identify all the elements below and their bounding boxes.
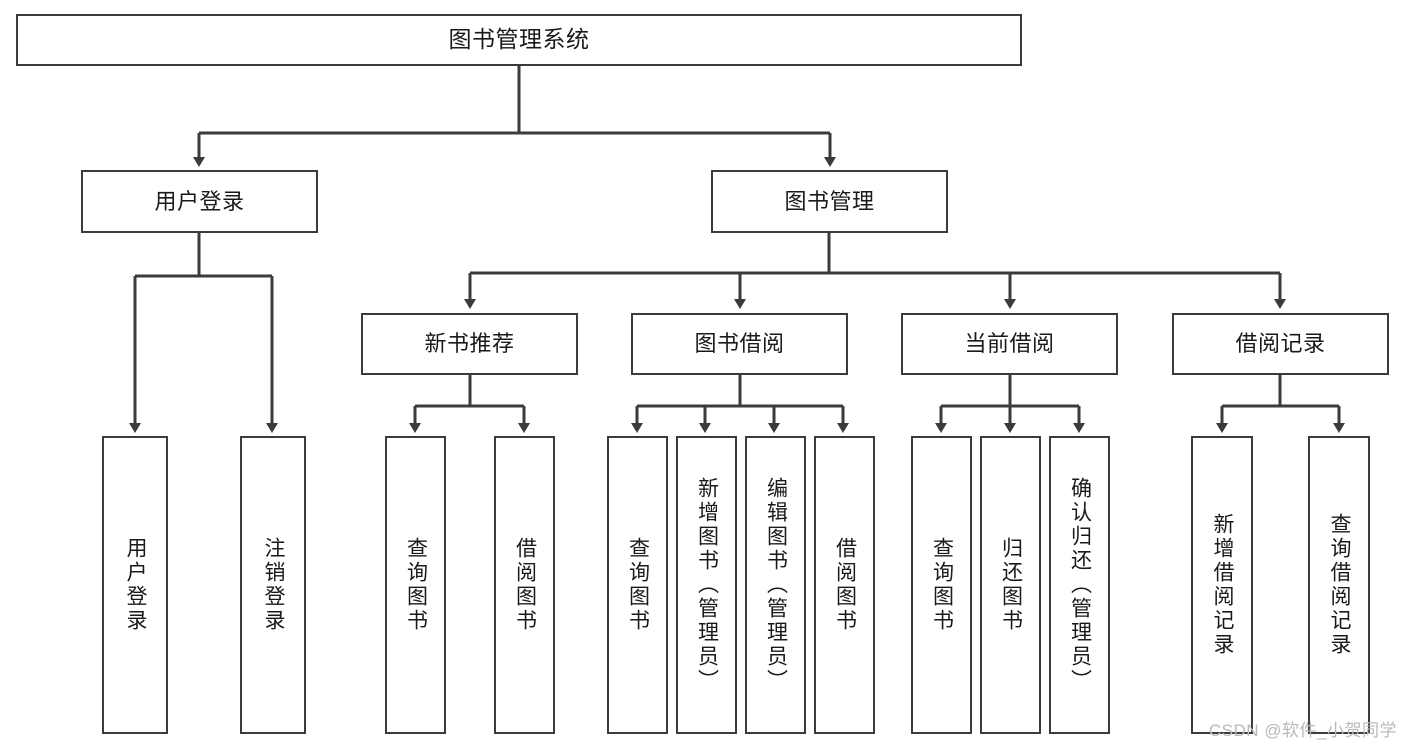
- node-leaf-logout[interactable]: 注销登录: [240, 436, 306, 734]
- node-leaf-query-book-3-label: 查询图书: [930, 537, 954, 633]
- node-leaf-query-book-2[interactable]: 查询图书: [607, 436, 668, 734]
- node-book-management-label: 图书管理: [784, 188, 875, 214]
- node-leaf-borrow-book-1-label: 借阅图书: [513, 537, 537, 633]
- node-leaf-query-book-2-label: 查询图书: [626, 537, 650, 633]
- node-leaf-query-book-1[interactable]: 查询图书: [385, 436, 446, 734]
- node-leaf-return-book-label: 归还图书: [999, 537, 1023, 633]
- node-leaf-borrow-book-1[interactable]: 借阅图书: [494, 436, 555, 734]
- node-new-book-recommend-label: 新书推荐: [424, 331, 515, 357]
- node-user-login-label: 用户登录: [154, 188, 245, 214]
- node-leaf-add-book[interactable]: 新增图书（管理员）: [676, 436, 737, 734]
- node-leaf-add-record-label: 新增借阅记录: [1211, 513, 1235, 657]
- node-leaf-user-login-label: 用户登录: [124, 537, 148, 633]
- node-leaf-add-book-label: 新增图书（管理员）: [695, 477, 719, 693]
- node-root[interactable]: 图书管理系统: [16, 14, 1022, 66]
- node-leaf-confirm-return[interactable]: 确认归还（管理员）: [1049, 436, 1110, 734]
- node-borrow-record-label: 借阅记录: [1235, 331, 1326, 357]
- node-leaf-query-record-label: 查询借阅记录: [1328, 513, 1352, 657]
- node-current-borrow[interactable]: 当前借阅: [901, 313, 1118, 375]
- node-leaf-borrow-book-2[interactable]: 借阅图书: [814, 436, 875, 734]
- node-new-book-recommend[interactable]: 新书推荐: [361, 313, 578, 375]
- node-leaf-confirm-return-label: 确认归还（管理员）: [1068, 477, 1092, 693]
- node-leaf-edit-book[interactable]: 编辑图书（管理员）: [745, 436, 806, 734]
- node-current-borrow-label: 当前借阅: [964, 331, 1055, 357]
- watermark-text: CSDN @软件_小贺同学: [1208, 721, 1397, 740]
- node-leaf-query-book-3[interactable]: 查询图书: [911, 436, 972, 734]
- node-leaf-logout-label: 注销登录: [262, 537, 286, 633]
- node-user-login[interactable]: 用户登录: [81, 170, 318, 233]
- node-leaf-query-record[interactable]: 查询借阅记录: [1308, 436, 1370, 734]
- node-book-borrow-label: 图书借阅: [694, 331, 785, 357]
- node-book-management[interactable]: 图书管理: [711, 170, 948, 233]
- node-book-borrow[interactable]: 图书借阅: [631, 313, 848, 375]
- node-leaf-return-book[interactable]: 归还图书: [980, 436, 1041, 734]
- node-borrow-record[interactable]: 借阅记录: [1172, 313, 1389, 375]
- node-leaf-query-book-1-label: 查询图书: [404, 537, 428, 633]
- node-leaf-add-record[interactable]: 新增借阅记录: [1191, 436, 1253, 734]
- node-leaf-user-login[interactable]: 用户登录: [102, 436, 168, 734]
- node-leaf-edit-book-label: 编辑图书（管理员）: [764, 477, 788, 693]
- node-leaf-borrow-book-2-label: 借阅图书: [833, 537, 857, 633]
- node-root-label: 图书管理系统: [448, 26, 590, 53]
